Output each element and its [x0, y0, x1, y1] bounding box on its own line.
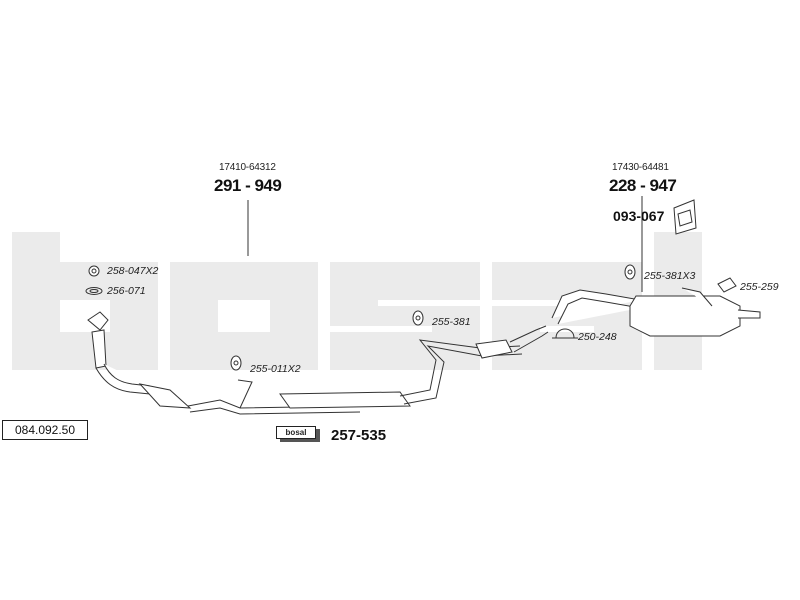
heat-shield-icon: [673, 199, 697, 235]
clamp-part: 250-248: [578, 331, 617, 343]
rubber-mount-icon: [230, 355, 242, 371]
centre-pipe: [399, 325, 549, 405]
front-downpipe: [87, 311, 411, 415]
clamp-icon: [552, 328, 578, 339]
rear-silencer-part: 228 - 947: [609, 176, 677, 195]
catalog-number: 084.092.50: [2, 420, 88, 440]
bracket-part: 255-259: [740, 281, 779, 293]
ring-gasket-part: 256-071: [107, 285, 146, 297]
rubber-mount-rear-icon: [624, 264, 636, 280]
rear-silencer-drawing: [551, 287, 761, 337]
heat-shield-part: 093-067: [613, 208, 665, 224]
bosal-badge-label: bosal: [276, 426, 316, 439]
ring-gasket-icon: [85, 287, 103, 295]
gasket-part: 258-047X2: [107, 265, 159, 277]
bosal-badge: bosal: [276, 426, 324, 442]
front-pipe-part: 291 - 949: [214, 176, 282, 195]
kit-number: 257-535: [331, 427, 387, 444]
gasket-icon: [88, 265, 100, 277]
rubber-mount-part: 255-011X2: [250, 363, 301, 375]
rubber-mount-mid-part: 255-381: [432, 316, 471, 328]
rubber-mount-mid-icon: [412, 310, 424, 326]
rubber-mount-rear-part: 255-381X3: [644, 270, 696, 282]
rear-silencer-ref: 17430-64481: [612, 162, 669, 173]
front-pipe-ref: 17410-64312: [219, 162, 276, 173]
bracket-icon: [717, 277, 737, 293]
